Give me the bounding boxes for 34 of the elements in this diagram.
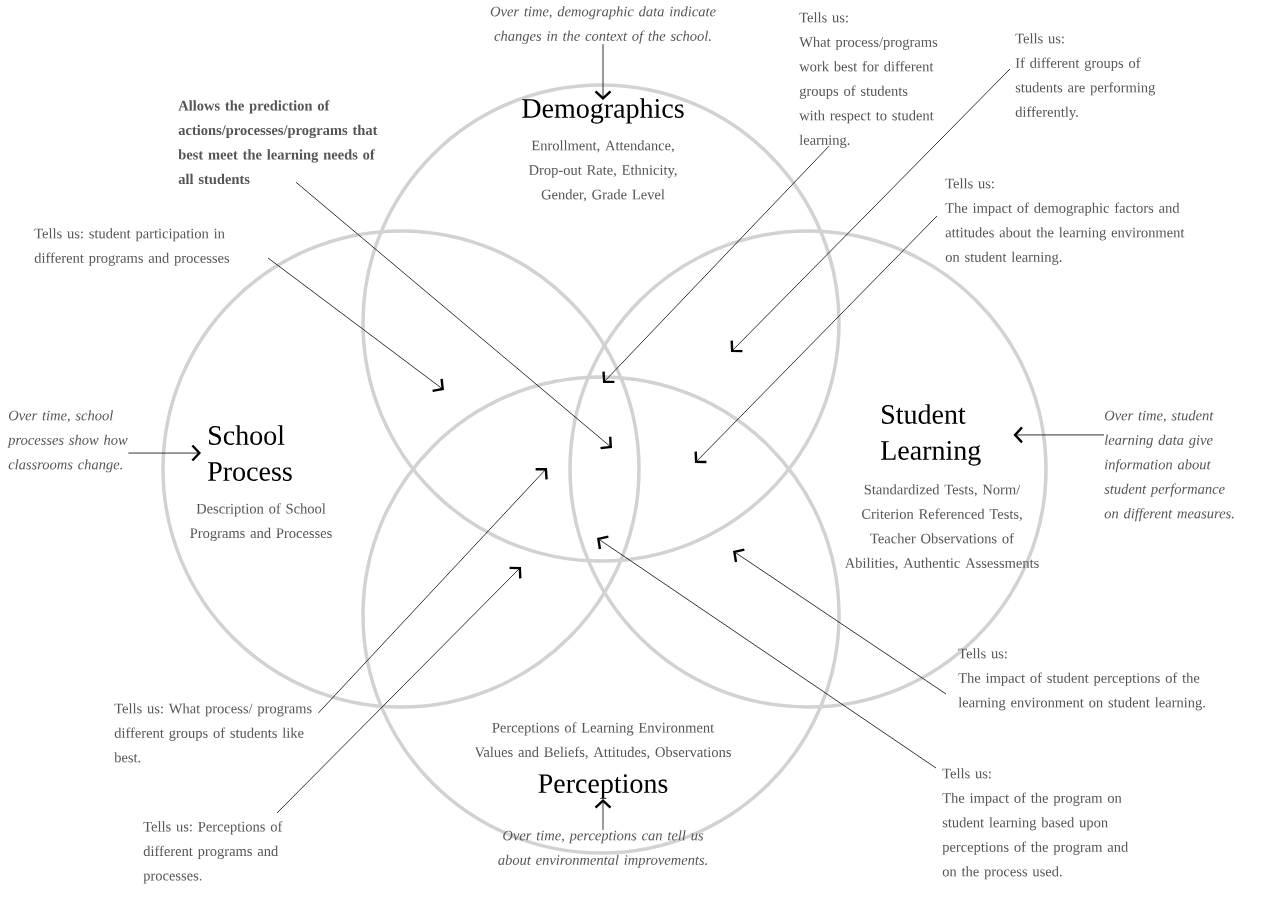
circle-description: Description of School Programs and Processes [190, 503, 332, 542]
arrow [276, 566, 522, 814]
note-text: Over time, student learning data give information about student performance on different measures. [1104, 410, 1234, 522]
arrow [295, 181, 612, 450]
circle-description: Enrollment, Attendance, Drop-out Rate, Ethnicity, Gender, Grade Level [529, 140, 677, 202]
circle-description: Perceptions of Learning Environment Values and Beliefs, Attitudes, Observations [474, 722, 731, 760]
annotation-text: Tells us: What process/ programs different groups of students like best. [114, 703, 312, 763]
arrow [594, 798, 612, 831]
annotation-text: Tells us: The impact of demographic factors and attitudes about the learning environment on student learning. [945, 178, 1185, 265]
arrow [128, 444, 201, 462]
note-text: Over time, perceptions can tell us about environmental improvements. [498, 830, 707, 868]
circle-title: Perceptions [538, 774, 668, 799]
arrow [733, 548, 947, 695]
note-text: Over time, demographic data indicate changes in the context of the school. [490, 6, 716, 44]
arrow [597, 535, 937, 769]
annotation-text: Tells us: If different groups of students are performing differently. [1015, 33, 1156, 120]
circle-title: Demographics [522, 98, 684, 124]
annotation-text: Tells us: Perceptions of different programs and processes. [143, 821, 283, 884]
arrow [730, 68, 1011, 353]
arrow [694, 215, 938, 464]
arrow [602, 145, 830, 384]
circle-description: Standardized Tests, Norm/ Criterion Referenced Tests, Teacher Observations of Abilities, Authentic Assessments [844, 484, 1039, 570]
note-text: Over time, school processes show how classrooms change. [7, 410, 128, 473]
circle-title: School Process [208, 425, 292, 481]
arrow [267, 257, 444, 392]
annotation-text: Allows the prediction of actions/processes/programs that best meet the learning needs of all students [178, 100, 378, 185]
circle-title: Student Learning [881, 404, 981, 466]
arrow [594, 43, 612, 100]
annotation-text: Tells us: What process/programs work best for different groups of students with respect to student learning. [799, 12, 938, 148]
annotation-text: Tells us: The impact of student perceptions of the learning environment on student learning. [958, 648, 1205, 711]
annotation-text: Tells us: The impact of the program on student learning based upon perceptions of the program and on the process used. [942, 768, 1129, 880]
arrow [1013, 426, 1105, 444]
annotation-text: Tells us: student participation in different programs and processes [34, 228, 230, 266]
arrow [318, 468, 548, 714]
